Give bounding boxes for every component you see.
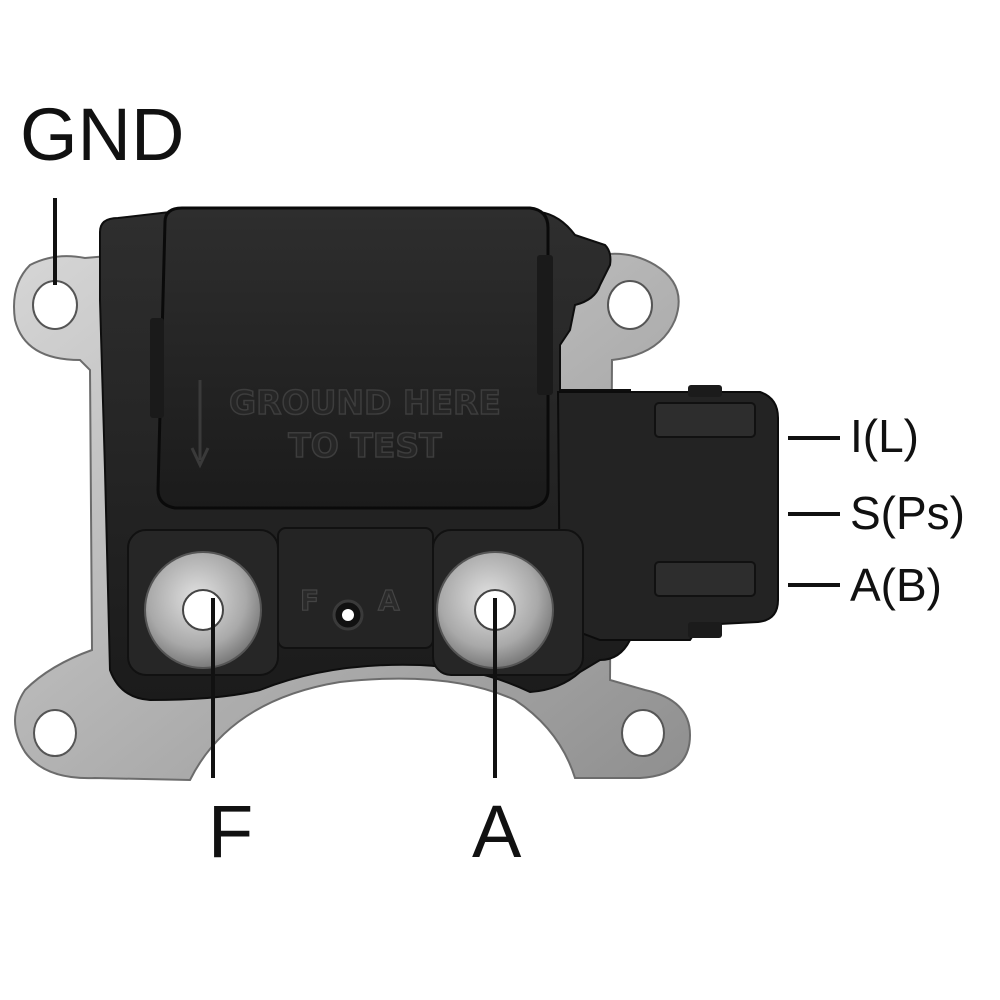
mount-hole-bottom-left	[33, 709, 77, 757]
mount-hole-top-left	[32, 280, 78, 330]
embossed-arrow	[190, 380, 210, 469]
connector-bottom-tab	[654, 561, 756, 597]
label-a: A	[472, 790, 522, 873]
embossed-line-1: GROUND HERE	[229, 383, 501, 422]
label-i-l: I(L)	[850, 410, 919, 462]
terminal-hole-f	[182, 589, 224, 631]
label-gnd: GND	[20, 93, 185, 176]
embossed-terminal-a: A	[378, 584, 400, 617]
embossed-line-2: TO TEST	[288, 426, 442, 465]
connector-latch-top	[688, 385, 722, 397]
mount-hole-bottom-right	[621, 709, 665, 757]
connector-latch-bottom	[688, 622, 722, 638]
label-f: F	[208, 790, 254, 873]
center-test-hole-core	[342, 609, 354, 621]
embossed-terminal-f: F	[300, 584, 319, 617]
cover-clip-right	[537, 255, 553, 395]
cover-clip-left	[150, 318, 164, 418]
label-a-b: A(B)	[850, 559, 942, 611]
test-cover	[156, 206, 550, 510]
mount-hole-top-right	[607, 280, 653, 330]
label-s-ps: S(Ps)	[850, 487, 965, 539]
connector-top-tab	[654, 402, 756, 438]
